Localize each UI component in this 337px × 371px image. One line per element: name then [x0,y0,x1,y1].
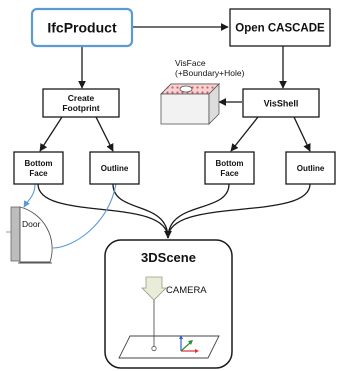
visface-front-face [160,93,210,125]
visface-box-image [160,83,220,125]
node-door: Door [6,206,53,264]
edge-visshell-outline-right [293,116,311,152]
3dscene-label: 3DScene [141,250,196,265]
ifcproduct-box [30,7,134,48]
visshell-box [242,88,320,118]
camera-label: CAMERA [166,285,207,296]
edge-bottomface-right-scene [167,183,230,239]
edge-footprint-outline-left [95,116,114,152]
node-bottom-face-left: Bottom Face [13,151,64,185]
create-footprint-label-line1: Create [68,93,95,103]
visface-hole [179,85,193,93]
camera-arrow [141,276,167,301]
bottom-face-left-label-line1: Bottom [25,159,53,168]
connectors [37,23,311,239]
bottom-face-left-box [13,151,64,185]
edge-footprint-bottomface-left [39,116,63,152]
outline-left-label: Outline [101,164,129,173]
door-links [23,183,117,249]
node-3dscene: 3DScene CAMERA [104,239,233,369]
visshell-label: VisShell [264,99,299,109]
edge-outline-left-scene [112,183,169,239]
node-outline-left: Outline [89,151,140,185]
node-open-cascade: Open CASCADE [229,8,331,47]
node-bottom-face-right: Bottom Face [204,151,255,185]
visface-label-line2: (+Boundary+Hole) [175,68,245,78]
axes-gizmo [179,335,199,353]
edge-outline-door [52,183,117,249]
node-visface: VisFace (+Boundary+Hole) [160,58,245,125]
edge-visshell-bottomface-right [230,116,259,152]
bottom-face-right-label-line1: Bottom [216,159,244,168]
edge-bottomface-left-scene [37,183,169,239]
outline-right-box [285,151,336,185]
node-ifcproduct: IfcProduct [30,7,134,48]
create-footprint-label-line2: Footprint [62,103,99,113]
bottom-face-right-label-line2: Face [220,169,239,178]
door-label: Door [22,219,41,229]
door-panel [10,206,21,262]
outline-right-label: Outline [297,164,325,173]
axis-x-head [195,349,199,353]
visface-side-face [208,83,220,125]
axis-z-head [179,335,183,339]
create-footprint-box [42,88,120,118]
ifcproduct-label: IfcProduct [47,20,117,36]
edge-outline-right-scene [164,183,311,239]
door-swing-arc [19,206,53,263]
ground-plane [118,335,220,359]
node-outline-right: Outline [285,151,336,185]
bottom-face-left-label-line2: Face [29,169,48,178]
edge-bottomface-door [23,183,36,208]
open-cascade-label: Open CASCADE [235,23,325,35]
camera-target-point [151,345,157,352]
outline-left-box [89,151,140,185]
open-cascade-box [229,8,331,47]
node-create-footprint: Create Footprint [42,88,120,118]
visface-label-line1: VisFace [175,58,206,68]
axis-y [180,341,192,352]
bottom-face-right-box [204,151,255,185]
node-visshell: VisShell [242,88,320,118]
axis-y-head [188,340,193,345]
